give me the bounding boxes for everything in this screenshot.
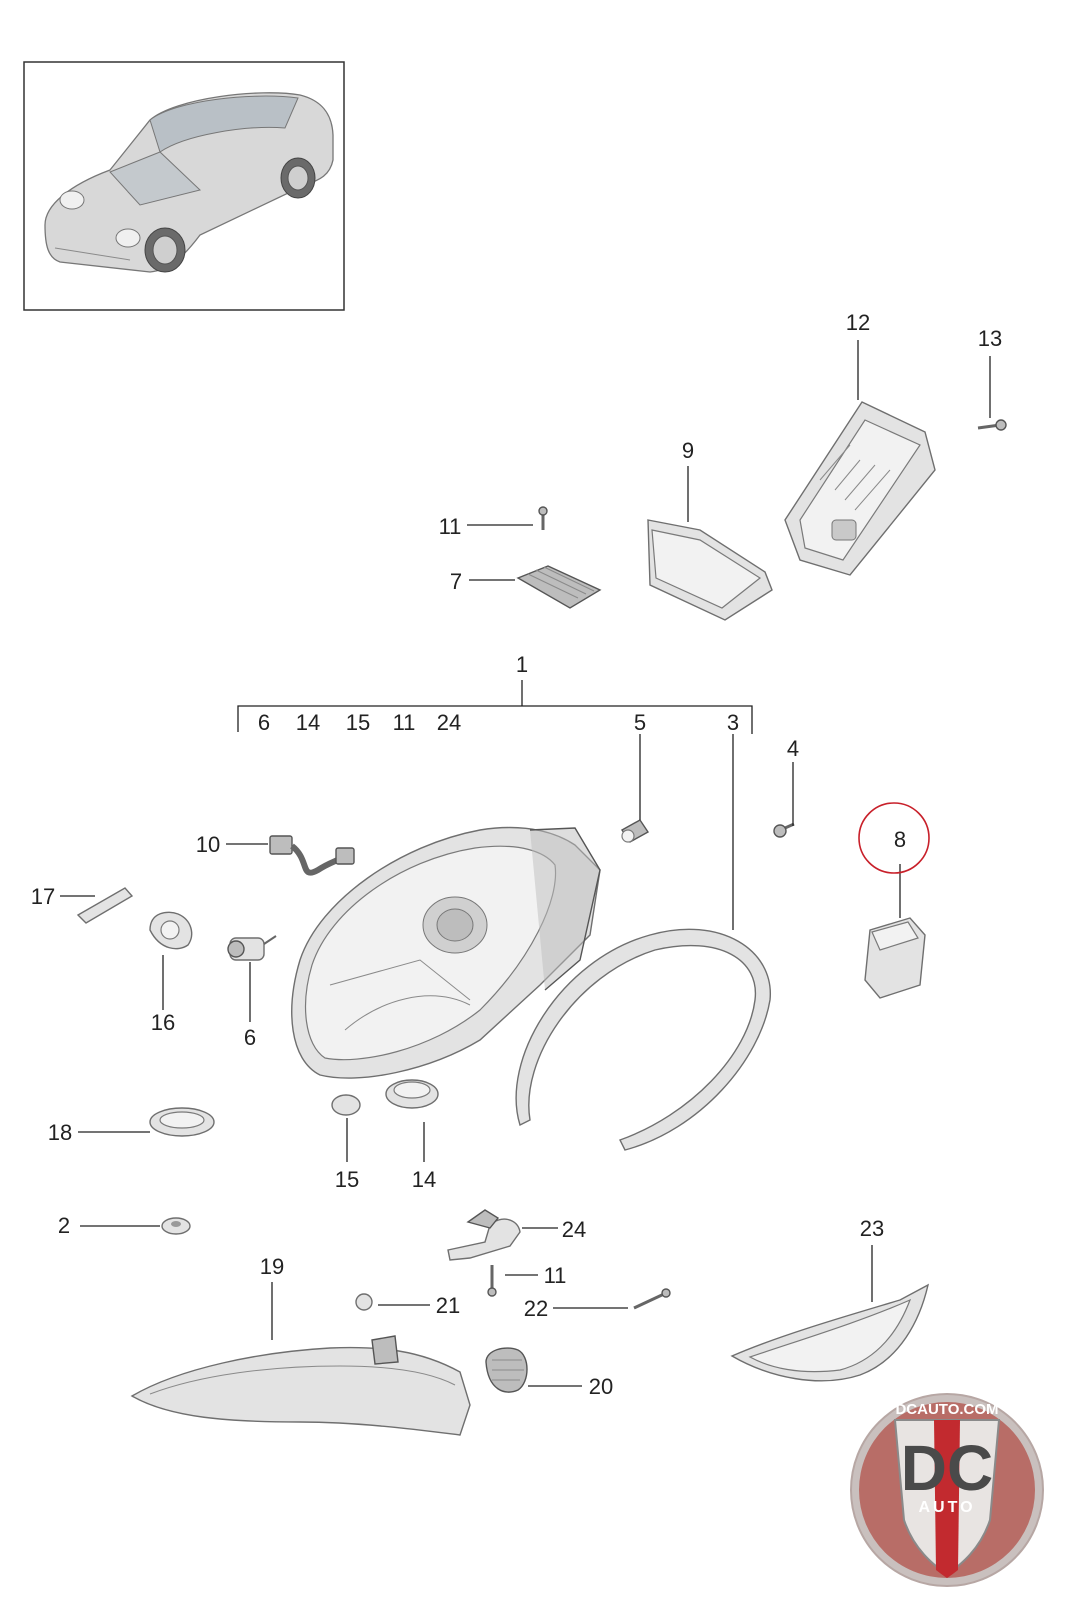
part-1-headlight <box>291 826 601 1079</box>
callout-17: 17 <box>31 884 55 909</box>
callout-7: 7 <box>450 569 462 594</box>
callout-20: 20 <box>589 1374 613 1399</box>
part-6-motor <box>227 935 277 961</box>
callout-21: 21 <box>436 1293 460 1318</box>
part-4-screw <box>773 822 795 838</box>
part-9-module <box>647 519 773 621</box>
assembly-bracket <box>237 680 753 734</box>
callout-18: 18 <box>48 1120 72 1145</box>
callout-12: 12 <box>846 310 870 335</box>
logo-word: AUTO <box>918 1499 975 1516</box>
callout-11-group: 11 <box>393 710 416 735</box>
part-7-heatsink <box>516 565 602 609</box>
part-8-control-unit <box>864 917 926 999</box>
logo-letters: DC <box>901 1432 993 1504</box>
callout-1: 1 <box>516 652 528 677</box>
part-5-bulb <box>620 819 650 843</box>
callout-14: 14 <box>412 1167 436 1192</box>
part-10-wiring <box>269 835 355 876</box>
part-23-sidelight <box>730 1283 930 1382</box>
dcauto-logo: DCAUTO.COM DC AUTO <box>850 1393 1044 1587</box>
callout-13: 13 <box>978 326 1002 351</box>
callout-2: 2 <box>58 1213 70 1238</box>
part-11-screw-bottom <box>487 1265 497 1297</box>
callout-8: 8 <box>894 827 906 852</box>
callout-24-group: 24 <box>437 710 461 735</box>
part-12-housing <box>784 401 936 576</box>
part-20-module <box>485 1347 528 1393</box>
callout-5: 5 <box>634 710 646 735</box>
part-16-socket <box>149 911 193 950</box>
callout-16: 16 <box>151 1010 175 1035</box>
callout-9: 9 <box>682 438 694 463</box>
part-15-cap <box>331 1094 361 1116</box>
part-21-nut <box>355 1293 373 1311</box>
highlight-circle <box>858 802 930 874</box>
leader-lines <box>60 340 991 1387</box>
callout-10: 10 <box>196 832 220 857</box>
callout-15: 15 <box>335 1167 359 1192</box>
callout-22: 22 <box>524 1296 548 1321</box>
part-13-screw <box>977 419 1007 431</box>
part-11-screw-top <box>538 506 548 530</box>
vehicle-thumbnail <box>23 61 345 311</box>
callout-3: 3 <box>727 710 739 735</box>
part-17-strap <box>76 887 134 924</box>
callout-14-group: 14 <box>296 710 320 735</box>
part-22-screw <box>633 1288 671 1310</box>
part-18-cap <box>149 1107 215 1137</box>
callout-11-bottom: 11 <box>544 1263 567 1288</box>
part-14-cap <box>385 1079 439 1109</box>
logo-site-text: DCAUTO.COM <box>895 1401 998 1418</box>
part-19-drl <box>130 1335 471 1436</box>
callout-6: 6 <box>244 1025 256 1050</box>
callout-labels: 12 13 9 11 7 1 6 14 15 11 24 5 3 4 8 10 … <box>31 310 1002 1399</box>
part-3-seal <box>515 928 771 1151</box>
callout-23: 23 <box>860 1216 884 1241</box>
callout-24: 24 <box>562 1217 586 1242</box>
callout-6-group: 6 <box>258 710 270 735</box>
callout-4: 4 <box>787 736 799 761</box>
part-2-washer <box>161 1217 191 1235</box>
callout-15-group: 15 <box>346 710 370 735</box>
callout-11-top: 11 <box>439 514 462 539</box>
callout-19: 19 <box>260 1254 284 1279</box>
part-24-bracket <box>447 1209 521 1261</box>
